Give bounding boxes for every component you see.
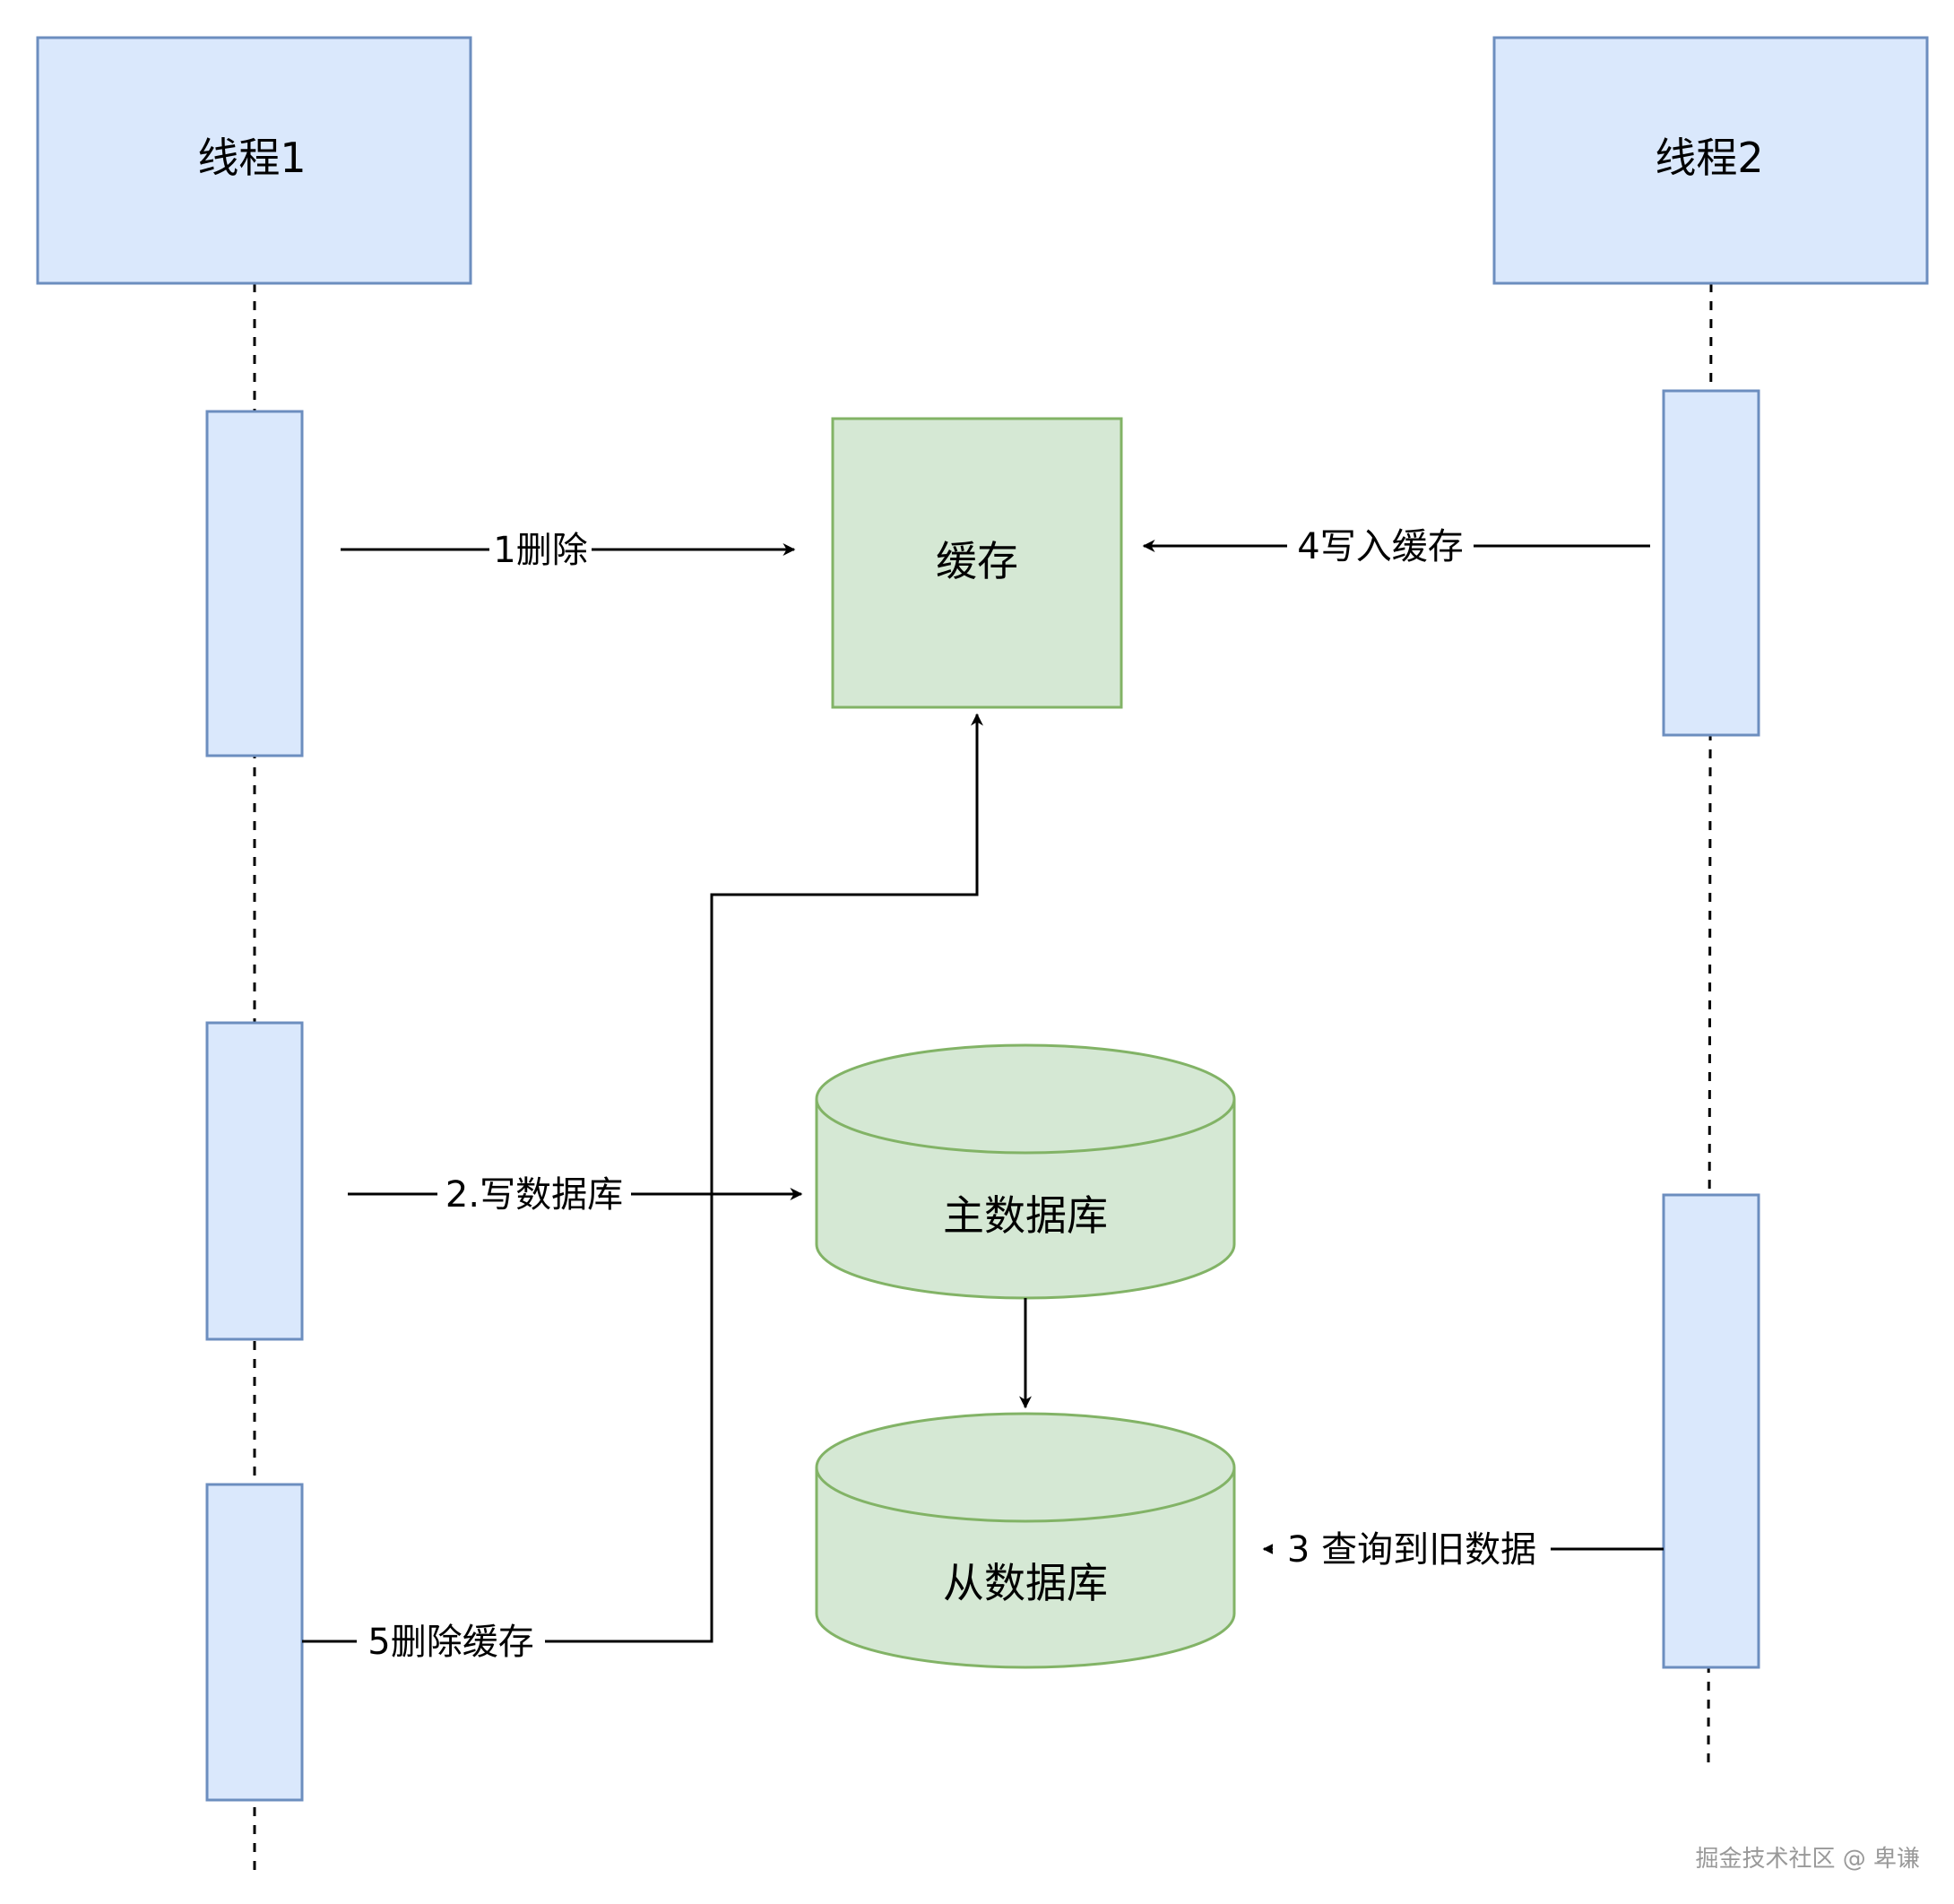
- edge-3-query-old[interactable]: 3 查询到旧数据: [1262, 1527, 1664, 1571]
- thread1-label: 线程1: [197, 134, 306, 182]
- edge-3-label: 3 查询到旧数据: [1287, 1529, 1536, 1571]
- slave-db-node[interactable]: 从数据库: [815, 1412, 1236, 1669]
- master-db-label: 主数据库: [943, 1191, 1108, 1240]
- edge-2-write-db[interactable]: 2.写数据库: [348, 1172, 803, 1216]
- thread1-header[interactable]: 线程1: [36, 36, 472, 285]
- cache-node[interactable]: 缓存: [831, 417, 1123, 709]
- edge-1-label: 1删除: [493, 530, 587, 571]
- thread2-activation-2[interactable]: [1662, 1193, 1760, 1669]
- thread2-lifeline: [1707, 282, 1713, 1767]
- edge-2-label: 2.写数据库: [445, 1174, 623, 1216]
- edge-1-delete[interactable]: 1删除: [341, 527, 796, 572]
- edge-5-label: 5删除缓存: [367, 1622, 533, 1663]
- thread1-activation-3[interactable]: [205, 1483, 304, 1802]
- thread2-activation-1[interactable]: [1662, 389, 1760, 737]
- edge-4-write-cache[interactable]: 4写入缓存: [1142, 524, 1650, 568]
- cache-label: 缓存: [936, 537, 1018, 585]
- slave-db-label: 从数据库: [943, 1559, 1108, 1607]
- thread1-activation-1[interactable]: [205, 410, 304, 757]
- watermark-text: 掘金技术社区 @ 卑谦: [1695, 1846, 1920, 1873]
- thread2-header[interactable]: 线程2: [1492, 36, 1929, 285]
- master-db-node[interactable]: 主数据库: [815, 1043, 1236, 1300]
- thread2-label: 线程2: [1655, 134, 1763, 182]
- edge-5-delete-cache[interactable]: 5删除缓存: [302, 713, 983, 1664]
- thread1-activation-2[interactable]: [205, 1021, 304, 1341]
- edge-4-label: 4写入缓存: [1297, 526, 1463, 567]
